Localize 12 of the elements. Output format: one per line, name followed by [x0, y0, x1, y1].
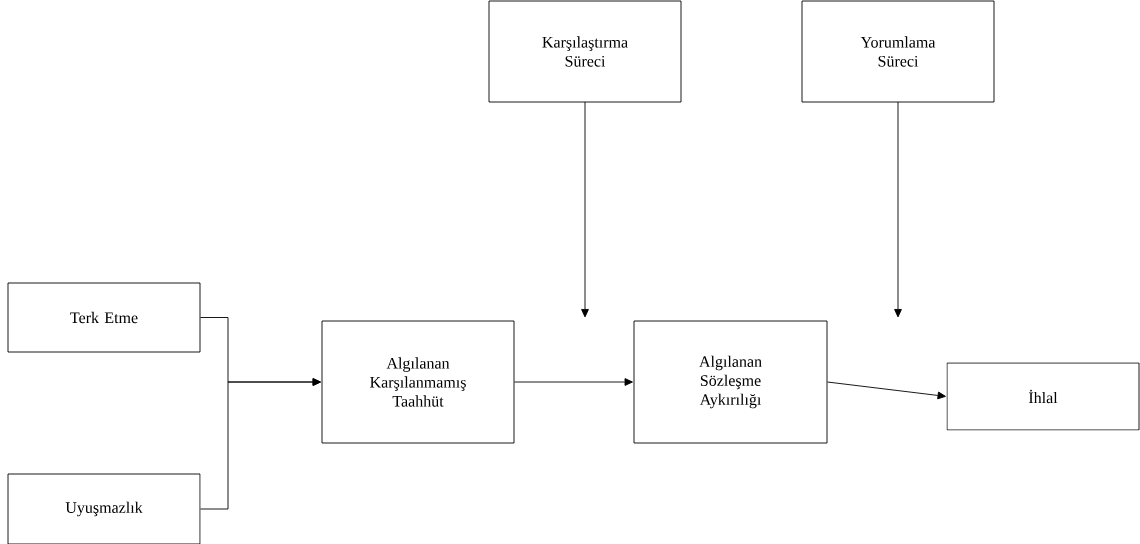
- process-box: Algılanan Karşılanmamış Taahhüt: [321, 320, 515, 444]
- process-box: Karşılaştırma Süreci: [488, 0, 682, 103]
- arrow: [827, 381, 946, 400]
- process-box: Terk Etme: [7, 282, 201, 353]
- arrow: [200, 378, 321, 510]
- arrow: [514, 378, 633, 386]
- arrow: [581, 101, 589, 318]
- process-box: Yorumlama Süreci: [801, 0, 995, 103]
- arrow: [894, 101, 902, 318]
- process-box: İhlal: [946, 362, 1140, 431]
- process-box: Uyuşmazlık: [7, 473, 201, 544]
- process-box: Algılanan Sözleşme Aykırılığı: [633, 320, 828, 444]
